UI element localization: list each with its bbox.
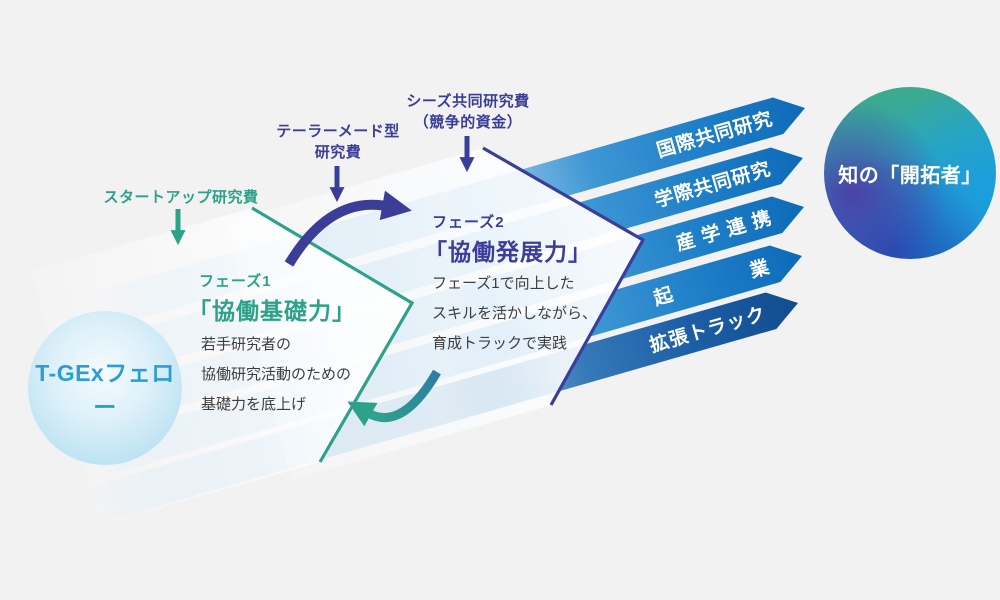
phase1-title: 「協働基礎力」 [188,298,356,324]
phase1-tag: フェーズ1 [199,273,272,290]
seeds-fund-label: シーズ共同研究費 （競争的資金） [406,93,530,131]
phase2-chevron-outline [482,146,646,406]
phase2-tag: フェーズ2 [432,214,505,231]
phase2-to-phase1-curved-arrow [347,369,441,427]
tailored-fund-label: テーラーメード型 研究費 [276,123,400,161]
knowledge-pioneer-label: 知の「開拓者」 [838,164,982,187]
phase2-title: 「協働発展力」 [424,239,592,265]
t-gex-fellow-label: T-GExフェロー [35,360,175,420]
phase2-chevron-fill [224,148,643,480]
startup-fund-label: スタートアップ研究費 [103,189,259,206]
t-gex-fellow-circle: T-GExフェロー [28,311,182,465]
knowledge-pioneer-circle: 知の「開拓者」 [824,87,996,259]
phase2-description: フェーズ1で向上した スキルを活かしながら、 育成トラックで実践 [432,275,598,352]
phase1-description: 若手研究者の 協働研究活動のための 基礎力を底上げ [201,336,352,413]
phase1-to-phase2-curved-arrow [284,190,412,267]
